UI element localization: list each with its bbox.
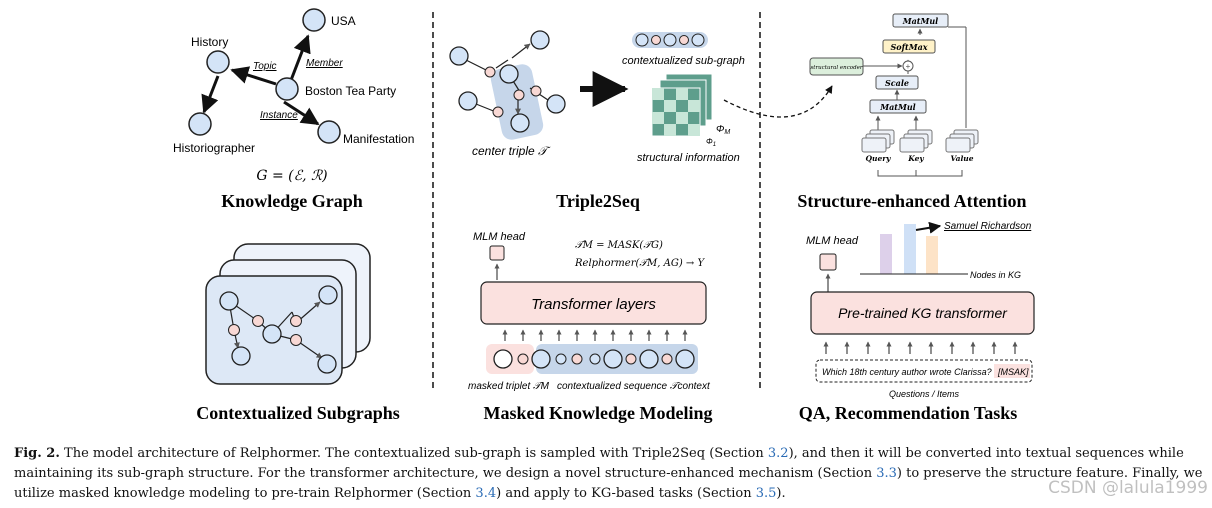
mkm-panel: MLM head 𝒯M = MASK(𝒯G) Relphormer(𝒯M, AG… (468, 231, 713, 423)
matmul-bottom-label: MatMul (879, 102, 915, 112)
qa-panel: MLM head Nodes in KG Samuel Richardson P… (799, 221, 1035, 423)
kg-bar-1 (880, 234, 892, 274)
nodes-kg-label: Nodes in KG (970, 270, 1021, 280)
kg-edge-topic: Topic (253, 61, 277, 72)
kg-label-usa: USA (331, 14, 356, 28)
csdn-watermark: CSDN @lalula1999 (1048, 478, 1208, 498)
softmax-label: SoftMax (890, 42, 927, 52)
center-triple-highlight (490, 64, 544, 140)
caption-text-4: ) and apply to KG-based tasks (Section (496, 486, 756, 501)
question-box (815, 359, 1033, 383)
kg-node-historiographer (188, 112, 212, 136)
subgraphs-panel: Contextualized Subgraphs (196, 243, 400, 423)
mkm-mlm-head-label: MLM head (473, 231, 526, 243)
kg-formula: G = (ℰ, ℛ) (256, 168, 327, 184)
transformer-layers-label: Transformer layers (531, 296, 656, 313)
qa-up-arrows (823, 341, 1018, 354)
kg-label-history: History (191, 35, 228, 49)
scale-box (875, 75, 919, 90)
kg-bar-2 (904, 224, 916, 274)
add-node (902, 60, 914, 72)
kg-node-history (206, 50, 230, 74)
architecture-figure: USA History Boston Tea Party Historiogra… (173, 8, 1035, 423)
subgraphs-title: Contextualized Subgraphs (196, 403, 400, 423)
caption-ref-3-2[interactable]: 3.2 (767, 446, 789, 461)
key-label: Key (907, 154, 924, 163)
kg-node-manifestation (317, 120, 341, 144)
qa-mlm-head-label: MLM head (806, 235, 859, 247)
phi-m-label: ΦM (716, 124, 730, 136)
softmax-box (882, 39, 936, 54)
matrix-to-encoder-arrow (723, 85, 833, 118)
mask-token-text: [MSAK] (997, 367, 1029, 377)
ctx-subgraph-label: contextualized sub-graph (622, 55, 745, 67)
mask-token-box (994, 364, 1030, 378)
mkm-up-arrows (502, 329, 688, 341)
questions-items-label: Questions / Items (889, 389, 960, 399)
kg-transformer-box (810, 291, 1035, 335)
caption-text-1: The model architecture of Relphormer. Th… (59, 446, 768, 461)
caption-fig-label: Fig. 2. (14, 446, 60, 461)
kg-node-usa (302, 8, 326, 32)
masked-triplet-label: masked triplet 𝒯M (468, 381, 550, 392)
matmul-top-label: MatMul (902, 16, 938, 26)
svg-text:+: + (906, 62, 911, 71)
figure-caption: Fig. 2. The model architecture of Relpho… (14, 444, 1204, 504)
matmul-top-box (892, 13, 949, 28)
scale-label: Scale (885, 78, 909, 88)
attention-panel: MatMul SoftMax + structural encoder Scal… (797, 13, 1027, 211)
kg-transformer-label: Pre-trained KG transformer (838, 305, 1008, 321)
triple2seq-title: Triple2Seq (556, 191, 640, 211)
center-triple-label: center triple 𝒯 (472, 144, 551, 158)
query-label: Query (865, 154, 891, 163)
caption-text-3: ) to preserve the structure feature. Fin… (14, 466, 1203, 501)
mkm-mlm-head-box (489, 245, 505, 261)
ctx-sequence-label: contextualized sequence 𝒯context (557, 381, 711, 392)
value-stack (945, 129, 979, 153)
struct-encoder-label: structural encoder (810, 65, 862, 71)
mkm-title: Masked Knowledge Modeling (483, 403, 712, 423)
value-label: Value (950, 154, 973, 163)
query-stack (861, 129, 895, 153)
kg-edge-member: Member (306, 58, 343, 69)
struct-info-label: structural information (637, 152, 740, 164)
matmul-bottom-box (869, 99, 927, 114)
kg-node-boston (275, 77, 299, 101)
caption-ref-3-4[interactable]: 3.4 (475, 486, 497, 501)
key-stack (899, 129, 933, 153)
knowledge-graph-panel: USA History Boston Tea Party Historiogra… (173, 8, 414, 211)
phi-1-label: Φ1 (706, 137, 716, 148)
question-text: Which 18th century author wrote Clarissa… (822, 367, 992, 377)
kg-edge-instance: Instance (260, 110, 298, 121)
transformer-layers-box (480, 281, 707, 325)
attention-title: Structure-enhanced Attention (797, 191, 1026, 211)
answer-label: Samuel Richardson (944, 221, 1032, 232)
kg-label-boston: Boston Tea Party (305, 84, 396, 98)
kg-label-historiographer: Historiographer (173, 141, 255, 155)
struct-encoder-box (809, 57, 864, 76)
triple2seq-panel: center triple 𝒯 contextualized sub-graph… (449, 30, 833, 211)
qa-title: QA, Recommendation Tasks (799, 403, 1018, 423)
caption-ref-3-3[interactable]: 3.3 (876, 466, 897, 481)
caption-ref-3-5[interactable]: 3.5 (755, 486, 777, 501)
structural-matrix (651, 73, 713, 137)
kg-title: Knowledge Graph (221, 191, 363, 211)
kg-bar-3 (926, 236, 938, 274)
mkm-eq1: 𝒯M = MASK(𝒯G) (575, 240, 663, 251)
qa-mlm-head-box (819, 253, 837, 271)
caption-text-5: ). (776, 486, 786, 501)
mkm-eq2: Relphormer(𝒯M, AG) → Y (574, 258, 705, 269)
caption-text-2: ), and then it will be converted into te… (14, 446, 1184, 481)
kg-label-manifestation: Manifestation (343, 132, 414, 146)
